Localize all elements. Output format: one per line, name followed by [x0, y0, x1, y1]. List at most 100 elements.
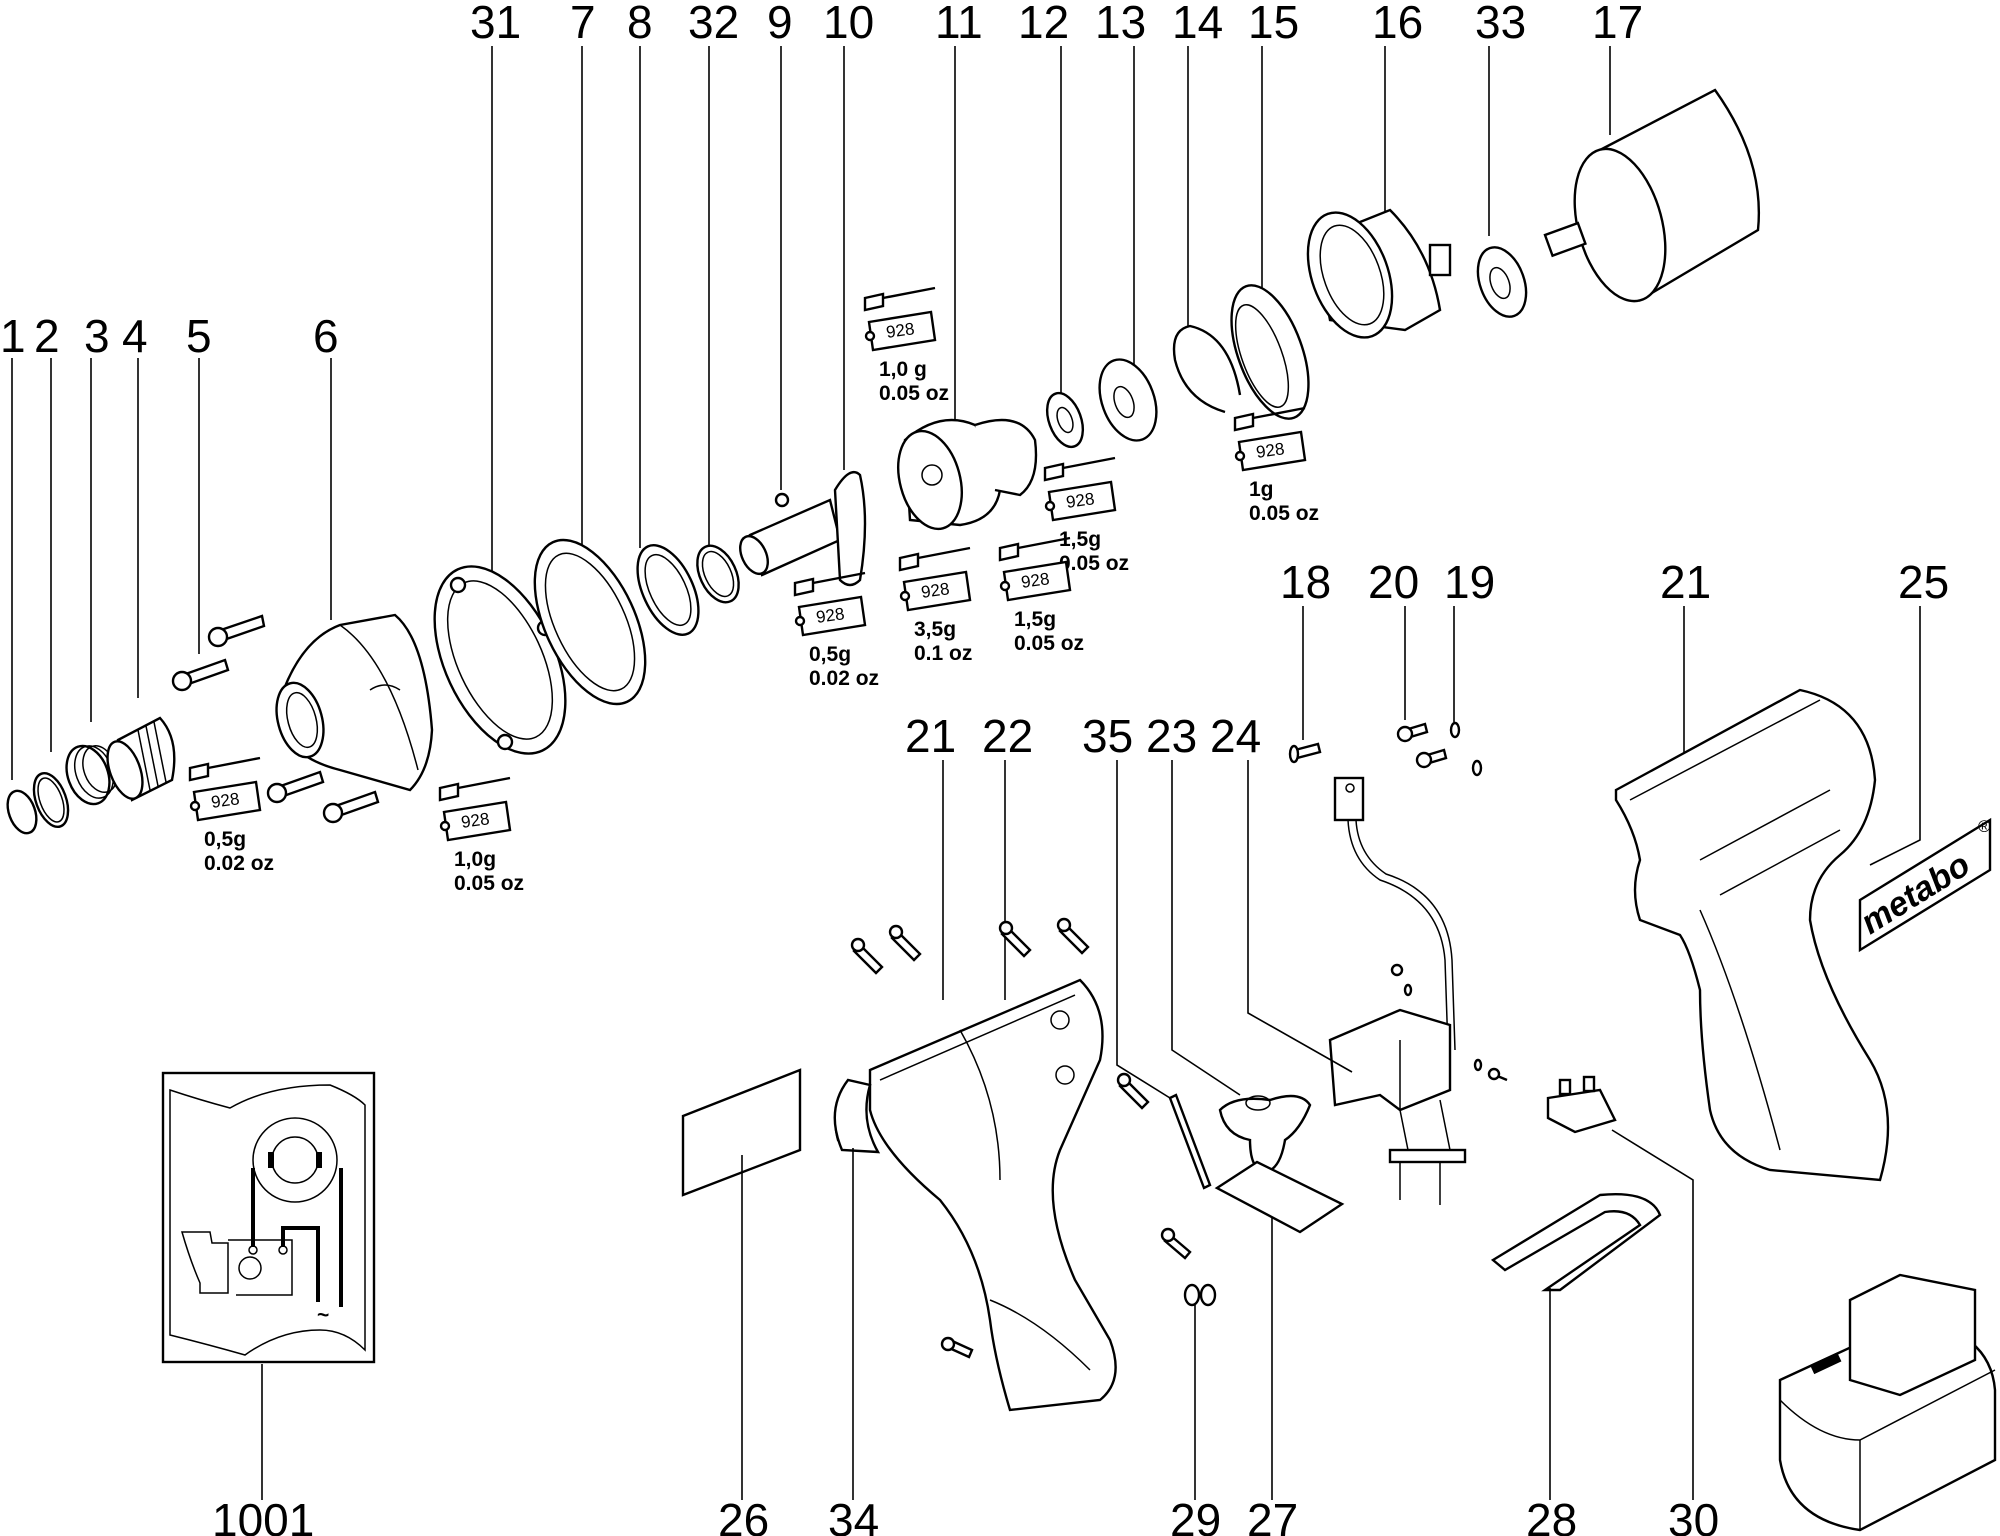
- part-23-switch-lever: [1218, 1094, 1312, 1174]
- part-16-gear-housing: [1306, 208, 1452, 339]
- grease-tube-code: 928: [920, 579, 951, 602]
- grease-amount-imperial: 0.02 oz: [809, 667, 879, 690]
- ac-symbol: ~: [317, 1304, 329, 1327]
- part-34-seal: [833, 1078, 881, 1154]
- part-3-spring: [65, 744, 118, 806]
- grease-tube-code: 928: [815, 604, 846, 627]
- wiring-diagram-inset: ~: [161, 1071, 376, 1364]
- label-31: 31: [470, 0, 521, 48]
- part-32-ring: [696, 544, 740, 604]
- label-21b: 21: [1660, 556, 1711, 608]
- grease-amount-metric: 1g: [1249, 478, 1274, 501]
- grease-tube-cap-icon: [999, 580, 1011, 592]
- grease-tube-cap-icon: [899, 590, 911, 602]
- label-32: 32: [688, 0, 739, 48]
- label-21a: 21: [905, 710, 956, 762]
- leader-lines-mid: [1302, 606, 1921, 866]
- label-22: 22: [982, 710, 1033, 762]
- grease-brush-icon: [188, 756, 261, 782]
- part-5-screws: [171, 614, 380, 824]
- grease-callout-l5: 928 3,5g0.1 oz: [898, 546, 972, 665]
- grease-tube-code: 928: [1020, 569, 1051, 592]
- part-35-pin: [1168, 1093, 1212, 1190]
- grease-tube-code: 928: [1065, 489, 1096, 512]
- label-5: 5: [186, 310, 212, 362]
- grease-amount-metric: 1,0g: [454, 848, 496, 871]
- part-33-washer: [1476, 246, 1528, 318]
- grease-tube-cap-icon: [1044, 500, 1056, 512]
- label-6: 6: [313, 310, 339, 362]
- part-20-screws: [1396, 722, 1448, 769]
- leader-lines-housing: [942, 760, 1353, 1099]
- part-22-screws: [850, 917, 1192, 1359]
- label-11: 11: [935, 0, 983, 48]
- label-8: 8: [627, 0, 653, 48]
- part-29-springs: [1183, 1283, 1217, 1307]
- part-11-hammer: [897, 418, 1038, 531]
- part-7-ring: [533, 538, 647, 706]
- label-1001: 1001: [212, 1494, 314, 1536]
- leader-lines-bottom: [261, 1129, 1694, 1500]
- label-1: 1: [0, 310, 26, 362]
- grease-amount-imperial: 0.05 oz: [879, 382, 949, 405]
- part-30-contact-block: [1546, 1075, 1617, 1134]
- grease-amount-metric: 1,5g: [1014, 608, 1056, 631]
- grease-brush-icon: [1043, 456, 1116, 482]
- label-13: 13: [1095, 0, 1146, 48]
- label-33: 33: [1475, 0, 1526, 48]
- grease-amount-metric: 1,5g: [1059, 528, 1101, 551]
- label-18: 18: [1280, 556, 1331, 608]
- part-19-o-rings: [1449, 721, 1483, 777]
- label-29: 29: [1170, 1494, 1221, 1536]
- grease-amount-imperial: 0.05 oz: [1014, 632, 1084, 655]
- grease-tube-cap-icon: [1234, 450, 1246, 462]
- grease-amount-imperial: 0.1 oz: [914, 642, 972, 665]
- label-4: 4: [122, 310, 148, 362]
- part-15-ring-gear: [1230, 284, 1310, 420]
- label-27: 27: [1247, 1494, 1298, 1536]
- part-21-housing-right: [1614, 688, 1890, 1182]
- grease-tube-cap-icon: [794, 615, 806, 627]
- label-30: 30: [1668, 1494, 1719, 1536]
- part-28-battery-clip: [1490, 1193, 1662, 1292]
- label-12: 12: [1018, 0, 1069, 48]
- label-26: 26: [718, 1494, 769, 1536]
- grease-tube-code: 928: [885, 319, 916, 342]
- label-17: 17: [1592, 0, 1643, 48]
- grease-tube-cap-icon: [439, 820, 451, 832]
- part-labels-mid: 18 20 19 21 25: [1280, 556, 1949, 608]
- battery-pack: [1778, 1273, 1997, 1532]
- grease-amount-imperial: 0.05 oz: [454, 872, 524, 895]
- part-labels-bottom: 1001 26 34 29 27 28 30: [212, 1494, 1719, 1536]
- label-14: 14: [1172, 0, 1223, 48]
- leader-lines-top: [491, 46, 1611, 580]
- part-21-housing-left: [834, 978, 1117, 1412]
- grease-amount-metric: 3,5g: [914, 618, 956, 641]
- label-28: 28: [1526, 1494, 1577, 1536]
- part-10-anvil: [739, 470, 867, 587]
- grease-amount-metric: 0,5g: [204, 828, 246, 851]
- leader-lines-front: [11, 358, 332, 780]
- part-6-gear-housing-cover: [275, 613, 434, 792]
- label-35: 35: [1082, 710, 1133, 762]
- label-7: 7: [570, 0, 596, 48]
- label-3: 3: [84, 310, 110, 362]
- part-18-screw: [1288, 742, 1322, 764]
- label-2: 2: [34, 310, 60, 362]
- brand-registered-mark: ®: [1978, 817, 1991, 836]
- label-34: 34: [828, 1494, 879, 1536]
- part-12-washer: [1045, 391, 1085, 449]
- part-17-motor: [1543, 88, 1761, 303]
- grease-tube-code: 928: [1255, 439, 1286, 462]
- part-27-label-sticker: [1214, 1160, 1345, 1234]
- part-labels-top: 31 7 8 32 9 10 11 12 13 14 15 16 33 17: [470, 0, 1643, 48]
- label-23: 23: [1146, 710, 1197, 762]
